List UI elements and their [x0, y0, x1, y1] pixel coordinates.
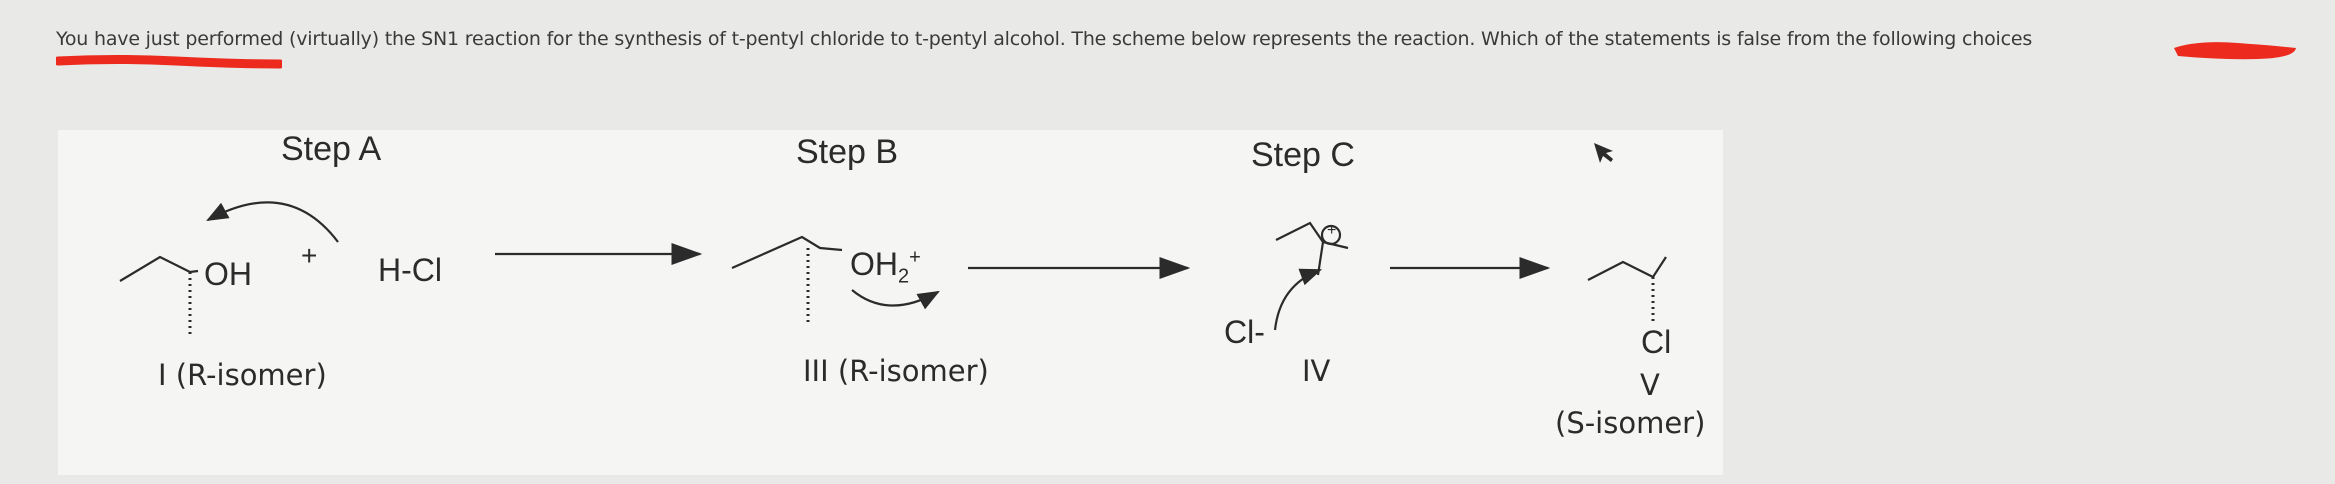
label-iii-r-isomer: III (R-isomer) [803, 354, 989, 388]
molecule-v [1587, 256, 1667, 325]
chlorine-atom: Cl [1641, 324, 1672, 360]
question-text: You have just performed (virtually) the … [56, 28, 2033, 50]
carbocation-charge: + [1327, 222, 1337, 239]
plus-sign: + [301, 240, 318, 271]
label-v-s-isomer: (S-isomer) [1555, 406, 1706, 440]
molecule-iv [1273, 221, 1349, 331]
reaction-scheme: Step A Step B Step C OH + H-Cl OH2+ + Cl… [58, 130, 1723, 475]
molecule-iii [731, 235, 940, 322]
scheme-drawing [119, 143, 1667, 338]
label-iv: IV [1302, 354, 1331, 388]
oh2-group: OH2+ [850, 246, 921, 288]
mouse-cursor-icon [1594, 143, 1613, 163]
molecule-i [119, 201, 339, 338]
step-c-label: Step C [1251, 136, 1355, 174]
red-redaction-mark [2174, 42, 2296, 60]
step-b-label: Step B [796, 133, 899, 171]
red-underline-mark [56, 55, 282, 69]
oh-group: OH [204, 256, 252, 292]
step-a-label: Step A [281, 130, 382, 168]
label-v: V [1640, 368, 1660, 402]
chloride-ion: Cl- [1224, 314, 1265, 350]
hcl-reagent: H-Cl [378, 252, 442, 288]
label-i-r-isomer: I (R-isomer) [158, 358, 327, 392]
